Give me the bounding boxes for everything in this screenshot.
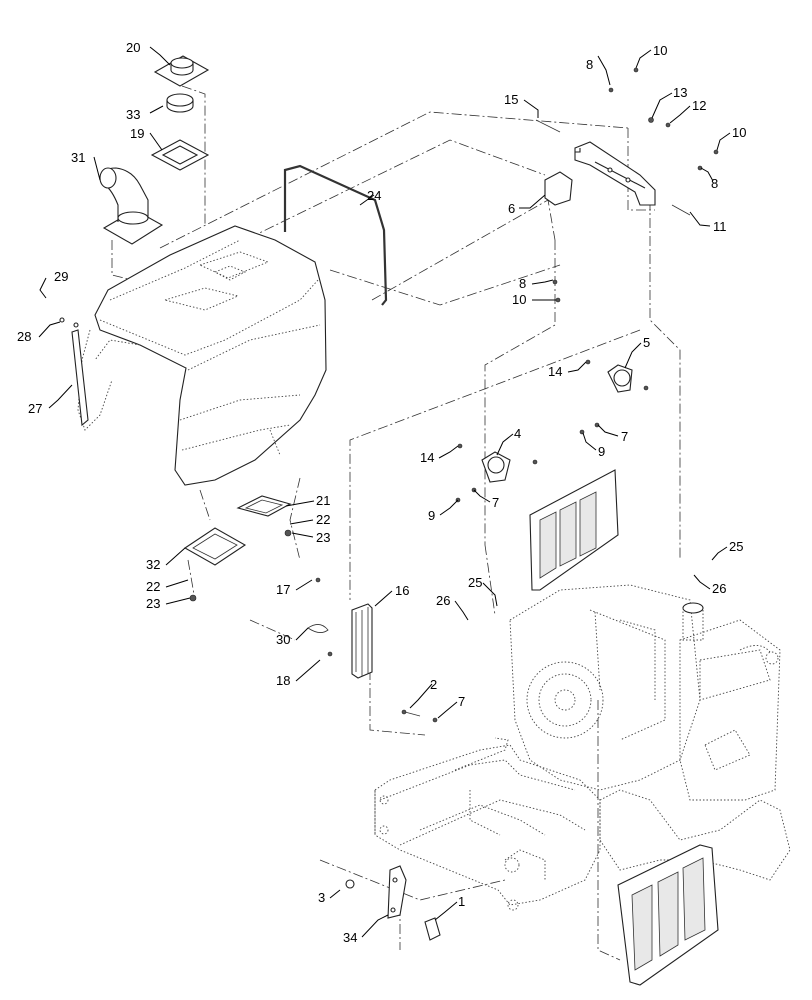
callout-34: 34 <box>343 930 357 945</box>
callout-18: 18 <box>276 673 290 688</box>
side-trim <box>59 317 89 427</box>
callout-8-lower: 8 <box>519 276 526 291</box>
gasket <box>150 139 210 171</box>
clamp-lower <box>455 443 538 503</box>
callout-11: 11 <box>713 219 727 234</box>
callout-32: 32 <box>146 557 160 572</box>
callout-28: 28 <box>17 329 31 344</box>
clamp-upper <box>579 359 649 435</box>
bracket-34 <box>387 865 407 919</box>
callout-labels: 20 33 19 31 24 29 28 27 21 22 23 32 22 2… <box>17 40 746 945</box>
callout-12: 12 <box>692 98 706 113</box>
callout-31: 31 <box>71 150 85 165</box>
side-plate <box>679 602 781 801</box>
callout-30: 30 <box>276 632 290 647</box>
callout-20: 20 <box>126 40 140 55</box>
nut <box>189 594 197 602</box>
callout-3: 3 <box>318 890 325 905</box>
fender <box>599 789 791 881</box>
u-bolt-upper <box>236 495 292 517</box>
bottom-panel <box>617 844 719 986</box>
callout-22-lower: 22 <box>146 579 160 594</box>
callout-10-top: 10 <box>653 43 667 58</box>
callout-33: 33 <box>126 107 140 122</box>
callout-27: 27 <box>28 401 42 416</box>
callout-4: 4 <box>514 426 521 441</box>
callout-19: 19 <box>130 126 144 141</box>
callout-9-lower: 9 <box>428 508 435 523</box>
transmission-housing <box>509 584 701 791</box>
callout-25-left: 25 <box>468 575 482 590</box>
callout-8-top: 8 <box>586 57 593 72</box>
chassis-frame <box>374 737 601 911</box>
u-bolt-lower <box>183 527 247 566</box>
callout-14-lower: 14 <box>420 450 434 465</box>
callout-7-upper: 7 <box>621 429 628 444</box>
callout-7-lower: 7 <box>492 495 499 510</box>
callout-17: 17 <box>276 582 290 597</box>
bolts-right <box>535 67 719 303</box>
ring-seal <box>166 93 194 113</box>
washer <box>345 879 355 889</box>
callout-2: 2 <box>430 677 437 692</box>
mounting-bracket <box>544 141 656 206</box>
bolts-mid <box>401 709 438 723</box>
engine-hood <box>77 225 327 486</box>
nut <box>284 529 292 537</box>
rear-panel <box>529 469 619 591</box>
callout-22-upper: 22 <box>316 512 330 527</box>
callout-24: 24 <box>367 188 381 203</box>
callout-26-right: 26 <box>712 581 726 596</box>
seal-strip <box>283 164 388 306</box>
callout-16: 16 <box>395 583 409 598</box>
callout-9-upper: 9 <box>598 444 605 459</box>
callout-13: 13 <box>673 85 687 100</box>
gas-strut <box>307 577 373 679</box>
callout-23-lower: 23 <box>146 596 160 611</box>
callout-26-left: 26 <box>436 593 450 608</box>
precleaner-pipe <box>99 167 164 245</box>
callout-10-lower: 10 <box>512 292 526 307</box>
latch <box>424 917 441 941</box>
callout-21: 21 <box>316 493 330 508</box>
callout-8-right: 8 <box>711 176 718 191</box>
cover-plate <box>153 55 210 87</box>
callout-1: 1 <box>458 894 465 909</box>
callout-14-upper: 14 <box>548 364 562 379</box>
callout-5: 5 <box>643 335 650 350</box>
callout-6: 6 <box>508 201 515 216</box>
callout-leaders <box>38 46 731 938</box>
callout-25-right: 25 <box>729 539 743 554</box>
callout-10-right: 10 <box>732 125 746 140</box>
callout-15: 15 <box>504 92 518 107</box>
callout-23-upper: 23 <box>316 530 330 545</box>
callout-29: 29 <box>54 269 68 284</box>
callout-7-mid: 7 <box>458 694 465 709</box>
